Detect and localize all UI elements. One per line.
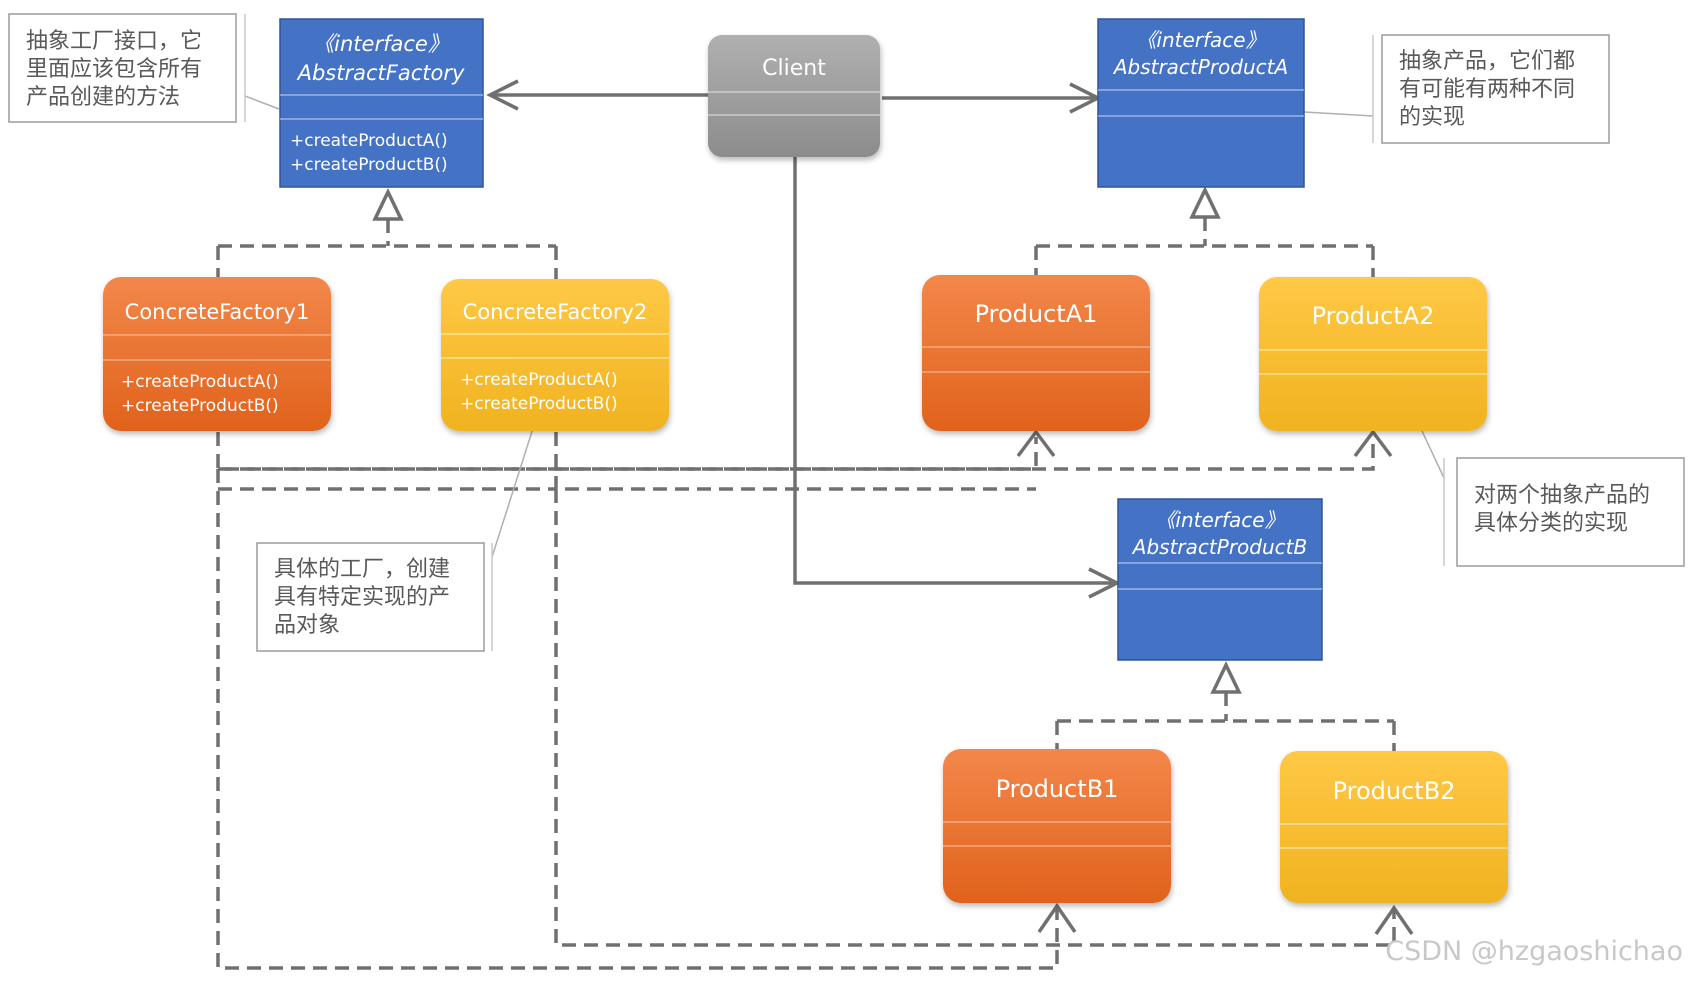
note-leader-abstract-product [1303,111,1374,117]
note-abstract-product-line-3: 的实现 [1399,105,1465,130]
client-to-product-b-arrow [793,155,1121,599]
client-to-abstract-factory-arrow [486,79,710,111]
concrete-factory-2-method-a: +createProductA() [460,370,618,390]
note-abstract-factory-line-3: 产品创建的方法 [26,85,180,110]
note-concrete-factory-line-2: 具有特定实现的产 [274,585,450,610]
abstract-product-a-stereotype: 《interface》 [1136,28,1265,52]
product-b1-name: ProductB1 [996,775,1119,803]
abstract-factory-stereotype: 《interface》 [313,32,449,56]
arrowhead-product-a2 [1353,429,1393,458]
concrete-factory-2-method-b: +createProductB() [460,394,618,414]
arrowhead-product-a1 [1016,429,1056,458]
product-b-realization-connector [1055,692,1396,751]
arrowhead-product-b1 [1037,902,1077,933]
connectors [216,79,1445,970]
abstract-product-b-name: AbstractProductB [1131,535,1307,559]
note-abstract-factory-line-2: 里面应该包含所有 [26,57,202,82]
note-leader-concrete-factory [491,421,536,558]
concrete-factory-2-name: ConcreteFactory2 [463,300,648,324]
abstract-product-a-interface[interactable]: 《interface》 AbstractProductA [1097,18,1305,188]
concrete-factory-1-method-b: +createProductB() [121,396,279,416]
product-b1-box[interactable]: ProductB1 [943,749,1171,903]
note-leader-concrete-product [1421,430,1445,479]
note-concrete-factory-line-3: 品对象 [274,613,340,638]
abstract-factory-name: AbstractFactory [296,61,465,85]
arrowhead-product-b2 [1374,904,1414,935]
concrete-factory-1-method-a: +createProductA() [121,372,279,392]
note-abstract-product: 抽象产品，它们都 有可能有两种不同 的实现 [1372,34,1610,144]
factory-realization-connector [216,219,558,279]
note-concrete-factory: 具体的工厂，创建 具有特定实现的产 品对象 [256,542,493,652]
product-b2-box[interactable]: ProductB2 [1280,751,1508,903]
factory-realization-arrowhead [372,187,404,221]
abstract-product-b-stereotype: 《interface》 [1155,508,1284,532]
product-a1-box[interactable]: ProductA1 [922,275,1150,431]
abstract-product-a-name: AbstractProductA [1112,55,1288,79]
client-box[interactable]: Client [708,35,880,157]
abstract-factory-method-a: +createProductA() [290,131,448,151]
concrete-factory-1-box[interactable]: ConcreteFactory1 +createProductA() +crea… [103,277,331,431]
note-abstract-product-line-1: 抽象产品，它们都 [1399,49,1575,74]
product-a1-name: ProductA1 [975,300,1098,328]
note-abstract-factory-line-1: 抽象工厂接口，它 [26,29,202,54]
concrete-factory-1-name: ConcreteFactory1 [125,300,310,324]
product-a-realization-arrowhead [1189,185,1221,219]
note-concrete-product: 对两个抽象产品的 具体分类的实现 [1443,457,1685,567]
client-label: Client [762,56,826,81]
product-a-realization-connector [1034,217,1375,277]
factory2-dependency-lines [218,432,1396,947]
product-a2-box[interactable]: ProductA2 [1259,277,1487,431]
product-b2-name: ProductB2 [1333,777,1456,805]
client-to-product-a-arrow [882,82,1102,114]
note-concrete-factory-line-1: 具体的工厂，创建 [274,557,450,582]
concrete-factory-2-box[interactable]: ConcreteFactory2 +createProductA() +crea… [441,279,669,431]
note-abstract-product-line-2: 有可能有两种不同 [1399,77,1575,102]
abstract-factory-method-b: +createProductB() [290,155,448,175]
product-b-realization-arrowhead [1210,660,1242,694]
abstract-factory-interface[interactable]: 《interface》 AbstractFactory +createProdu… [279,18,484,188]
csdn-watermark: CSDN @hzgaoshichao [1385,936,1683,967]
abstract-product-b-interface[interactable]: 《interface》 AbstractProductB [1117,498,1323,661]
product-a2-name: ProductA2 [1312,302,1435,330]
note-abstract-factory: 抽象工厂接口，它 里面应该包含所有 产品创建的方法 [8,13,246,123]
note-concrete-product-line-1: 对两个抽象产品的 [1474,483,1650,508]
factory1-dependency-lines [216,432,1059,970]
note-leader-abstract-factory [244,95,280,110]
note-concrete-product-line-2: 具体分类的实现 [1474,511,1628,536]
